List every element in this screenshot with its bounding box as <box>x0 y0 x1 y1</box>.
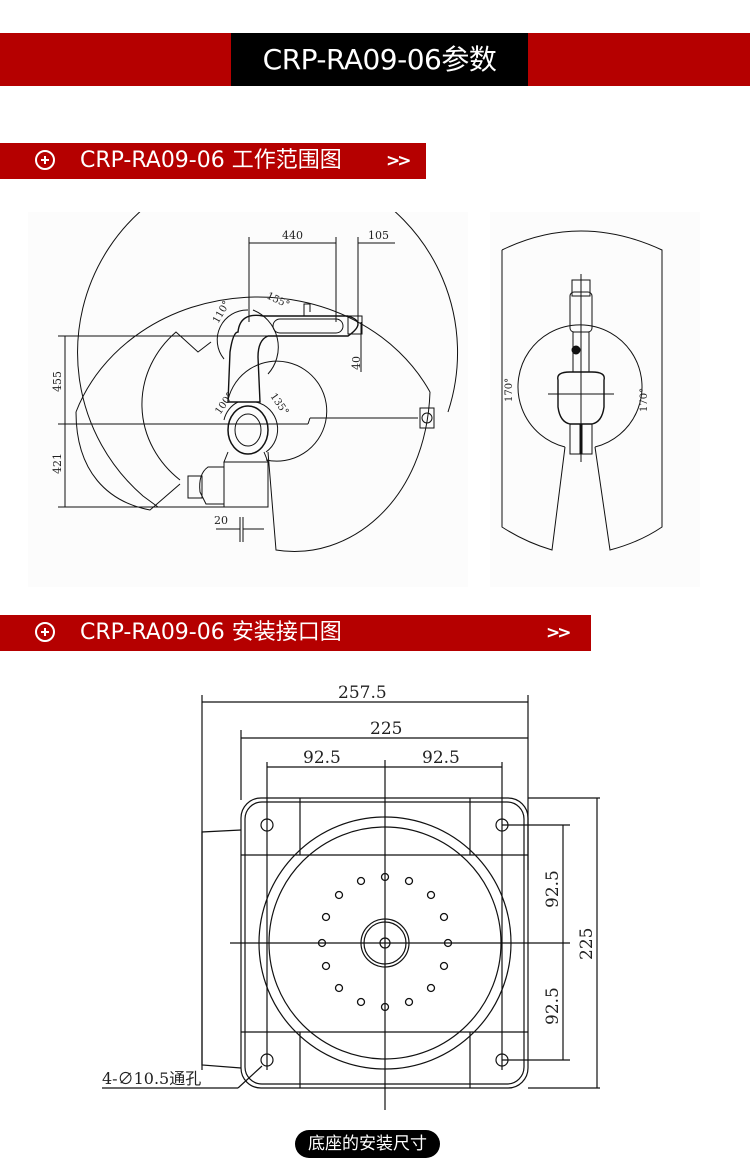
base-mount-drawing: 257.5 225 92.5 92.5 92.5 92.5 225 4-∅10.… <box>90 670 620 1110</box>
dim-92-5-bottom: 92.5 <box>543 987 563 1025</box>
section-header-mounting: CRP-RA09-06 安装接口图 >> <box>0 615 591 651</box>
page-title: CRP-RA09-06参数 <box>231 33 528 86</box>
workspace-side-view-drawing: 440 105 40 455 421 20 110° 155° 100° 135… <box>28 212 468 587</box>
section-header-workspace: CRP-RA09-06 工作范围图 >> <box>0 143 426 179</box>
hole-note: 4-∅10.5通孔 <box>102 1069 201 1088</box>
angle-170-left: 170° <box>504 378 515 402</box>
workspace-top-view-drawing: 170° 170° <box>490 212 700 587</box>
dim-92-5-left: 92.5 <box>303 748 341 768</box>
plus-circle-icon <box>35 150 55 170</box>
dim-92-5-top: 92.5 <box>543 870 563 908</box>
dim-92-5-right: 92.5 <box>422 748 460 768</box>
section-title: CRP-RA09-06 工作范围图 <box>80 148 342 173</box>
angle-170-right: 170° <box>639 388 650 412</box>
dim-40: 40 <box>350 356 363 370</box>
dim-257-5: 257.5 <box>338 683 387 703</box>
dim-440: 440 <box>282 229 303 242</box>
dim-225-horizontal: 225 <box>370 719 402 739</box>
dim-421: 421 <box>51 453 64 474</box>
dim-20: 20 <box>214 514 228 527</box>
section-title: CRP-RA09-06 安装接口图 <box>80 620 342 645</box>
title-banner: CRP-RA09-06参数 <box>0 33 750 86</box>
plus-circle-icon <box>35 622 55 642</box>
dim-105: 105 <box>368 229 389 242</box>
caption-badge: 底座的安装尺寸 <box>295 1130 440 1158</box>
double-chevron-right-icon: >> <box>546 623 571 643</box>
double-chevron-right-icon: >> <box>386 151 411 171</box>
dim-455: 455 <box>51 371 64 392</box>
dim-225-vertical: 225 <box>577 928 597 960</box>
